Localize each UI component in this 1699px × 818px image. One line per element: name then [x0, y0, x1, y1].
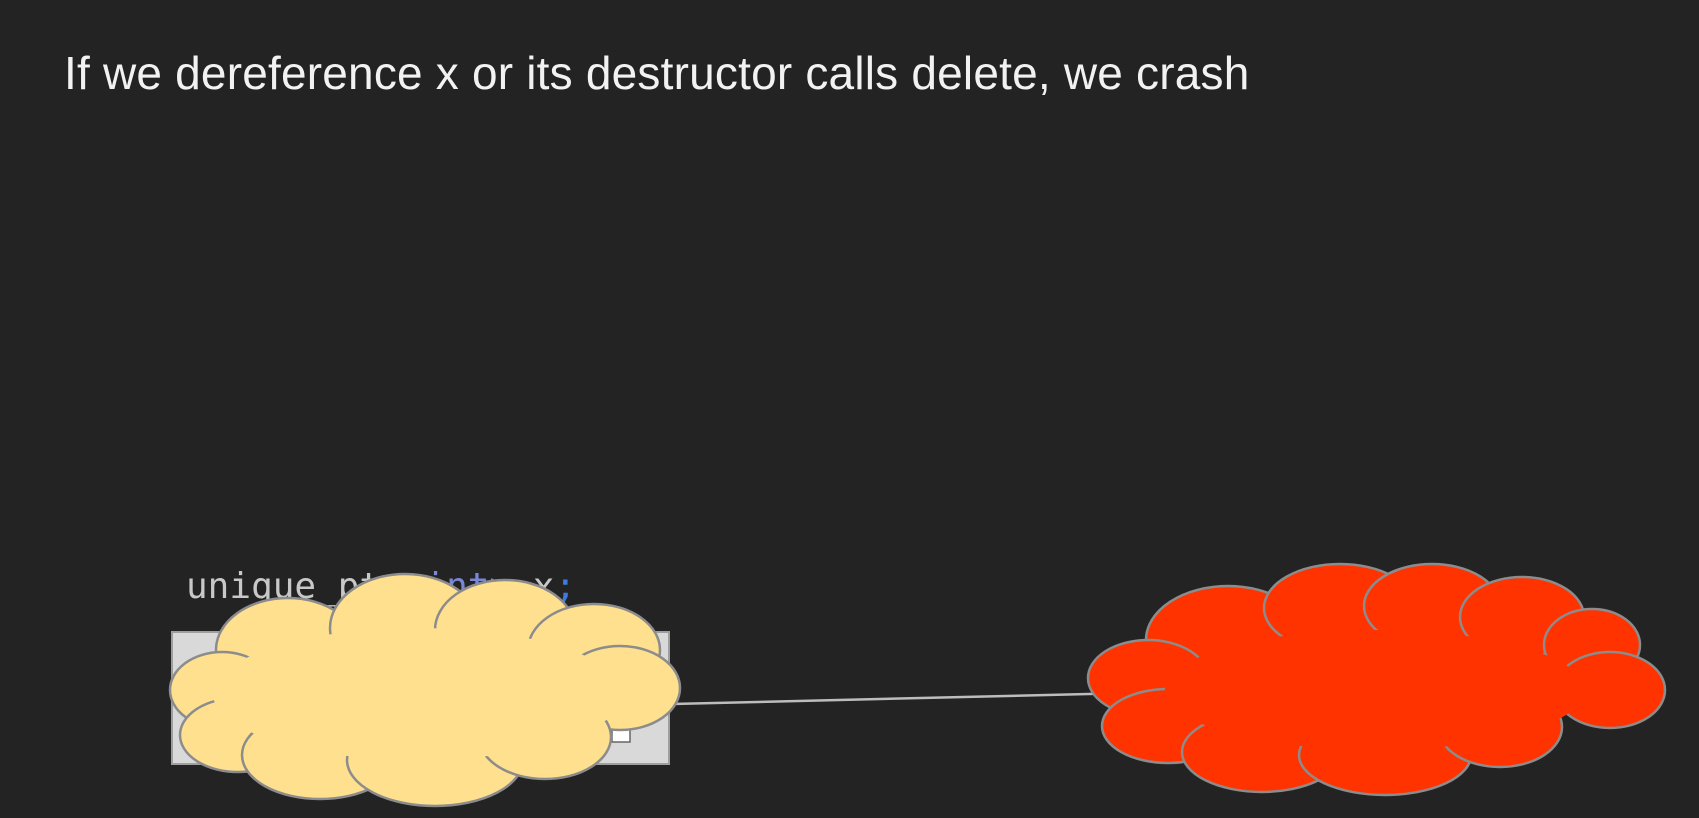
covering-cloud: [168, 572, 682, 808]
pointer-connector-line: [671, 691, 1131, 706]
slide-title: If we dereference x or its destructor ca…: [64, 47, 1250, 99]
code-terminator: ;: [554, 566, 577, 607]
crash-cloud: [1086, 562, 1667, 797]
